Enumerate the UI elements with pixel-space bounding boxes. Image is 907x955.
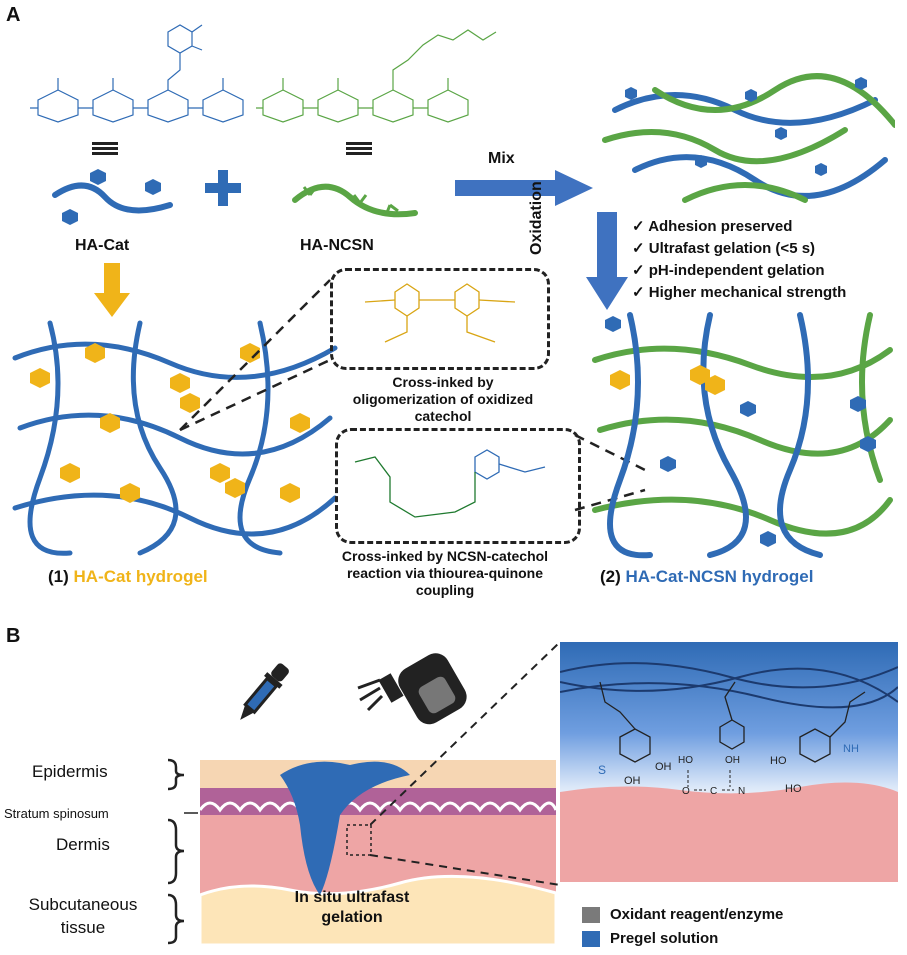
crosslink-1-zoom-box <box>330 268 550 370</box>
chem-label: N <box>738 786 745 797</box>
caption-line: Cross-inked by <box>392 374 494 390</box>
panel-a-label: A <box>6 4 21 26</box>
benefits-list: Adhesion preserved Ultrafast gelation (<… <box>632 216 846 304</box>
mix-label: Mix <box>488 150 515 167</box>
oxidation-arrow <box>586 212 628 310</box>
mix-arrow <box>455 170 593 206</box>
caption-line: reaction via thiourea-quinone <box>346 565 544 581</box>
legend: Oxidant reagent/enzyme Pregel solution <box>582 903 783 951</box>
legend-item-oxidant: Oxidant reagent/enzyme <box>582 903 783 927</box>
hydrogel-1-number: (1) <box>48 567 69 586</box>
ha-ncsn-label: HA-NCSN <box>300 237 374 254</box>
caption-line: coupling <box>415 582 475 598</box>
spray-bottle-icon <box>357 653 467 725</box>
hydrogel-2-name: HA-Cat-NCSN hydrogel <box>625 567 814 586</box>
oxidation-label: Oxidation <box>528 181 545 255</box>
chem-label: HO <box>785 783 802 795</box>
catechol-oxidation-arrow <box>94 263 130 317</box>
panel-b-label: B <box>6 625 21 647</box>
benefit-item: Higher mechanical strength <box>632 282 847 304</box>
ha-cat-label: HA-Cat <box>75 237 130 254</box>
layer-label-line: tissue <box>60 918 106 937</box>
legend-swatch-pregel <box>582 931 600 948</box>
zoom-connectors-a <box>179 279 646 512</box>
legend-swatch-oxidant <box>582 907 600 924</box>
hydrogel-2-title: (2) HA-Cat-NCSN hydrogel <box>600 567 813 587</box>
chem-label: OH <box>725 755 740 766</box>
dropper-icon <box>240 663 289 720</box>
chem-label: HO <box>770 755 787 767</box>
chem-label: HO <box>678 755 693 766</box>
chem-label: NH <box>843 743 859 755</box>
chem-label: OH <box>624 775 641 787</box>
hydrogel-2-number: (2) <box>600 567 621 586</box>
crosslink-2-caption: Cross-inked by NCSN-catechol reaction vi… <box>300 548 590 599</box>
catechol-dimer-structure <box>364 283 516 343</box>
caption-line: Cross-inked by NCSN-catechol <box>341 548 549 564</box>
gelation-label-line: In situ ultrafast <box>294 889 410 906</box>
hydrogel-1-title: (1) HA-Cat hydrogel <box>48 567 208 587</box>
chem-label: OH <box>655 761 672 773</box>
caption-line: catechol <box>414 408 472 424</box>
ha-cat-hydrogel-network <box>12 320 338 556</box>
benefit-item: Adhesion preserved <box>632 216 846 238</box>
gelation-label-line: gelation <box>321 909 383 926</box>
ha-ncsn-strand-icon <box>292 183 418 218</box>
legend-item-pregel: Pregel solution <box>582 927 783 951</box>
skin-cross-section <box>200 760 558 945</box>
layer-label-line: Subcutaneous <box>28 895 138 914</box>
plus-icon <box>205 170 241 206</box>
layer-label-stratum: Stratum spinosum <box>4 806 109 821</box>
zoom-connectors-b <box>370 641 561 886</box>
chem-label: O <box>682 786 690 797</box>
layer-label-epidermis: Epidermis <box>32 762 108 781</box>
ha-ncsn-structure <box>256 29 497 123</box>
ha-cat-ncsn-hydrogel-network <box>592 312 893 559</box>
zoom-interface-drawing: S OH OH HO OH O C N HO NH HO <box>560 662 898 882</box>
benefit-item: Ultrafast gelation (<5 s) <box>632 238 846 260</box>
layer-label-subcutaneous: Subcutaneous tissue <box>18 893 148 939</box>
equivalence-symbol-left <box>92 140 118 157</box>
caption-line: oligomerization of oxidized <box>352 391 534 407</box>
equivalence-symbol-right <box>346 140 372 157</box>
benefit-item: pH-independent gelation <box>632 260 846 282</box>
legend-label: Pregel solution <box>610 930 719 947</box>
legend-label: Oxidant reagent/enzyme <box>610 906 784 923</box>
thiourea-quinone-structure <box>354 449 546 518</box>
zoom-interface-panel: S OH OH HO OH O C N HO NH HO <box>560 642 898 882</box>
layer-braces <box>167 758 198 945</box>
chem-label: C <box>710 786 717 797</box>
mixed-network <box>602 73 895 203</box>
gelation-label: In situ ultrafast gelation <box>272 888 432 928</box>
hydrogel-1-name: HA-Cat hydrogel <box>73 567 208 586</box>
crosslink-2-zoom-box <box>335 428 581 544</box>
ha-cat-structure <box>30 24 244 123</box>
chem-label: S <box>598 763 606 777</box>
layer-label-dermis: Dermis <box>56 835 110 854</box>
crosslink-1-caption: Cross-inked by oligomerization of oxidiz… <box>318 374 568 425</box>
ha-cat-strand-icon <box>52 169 173 225</box>
